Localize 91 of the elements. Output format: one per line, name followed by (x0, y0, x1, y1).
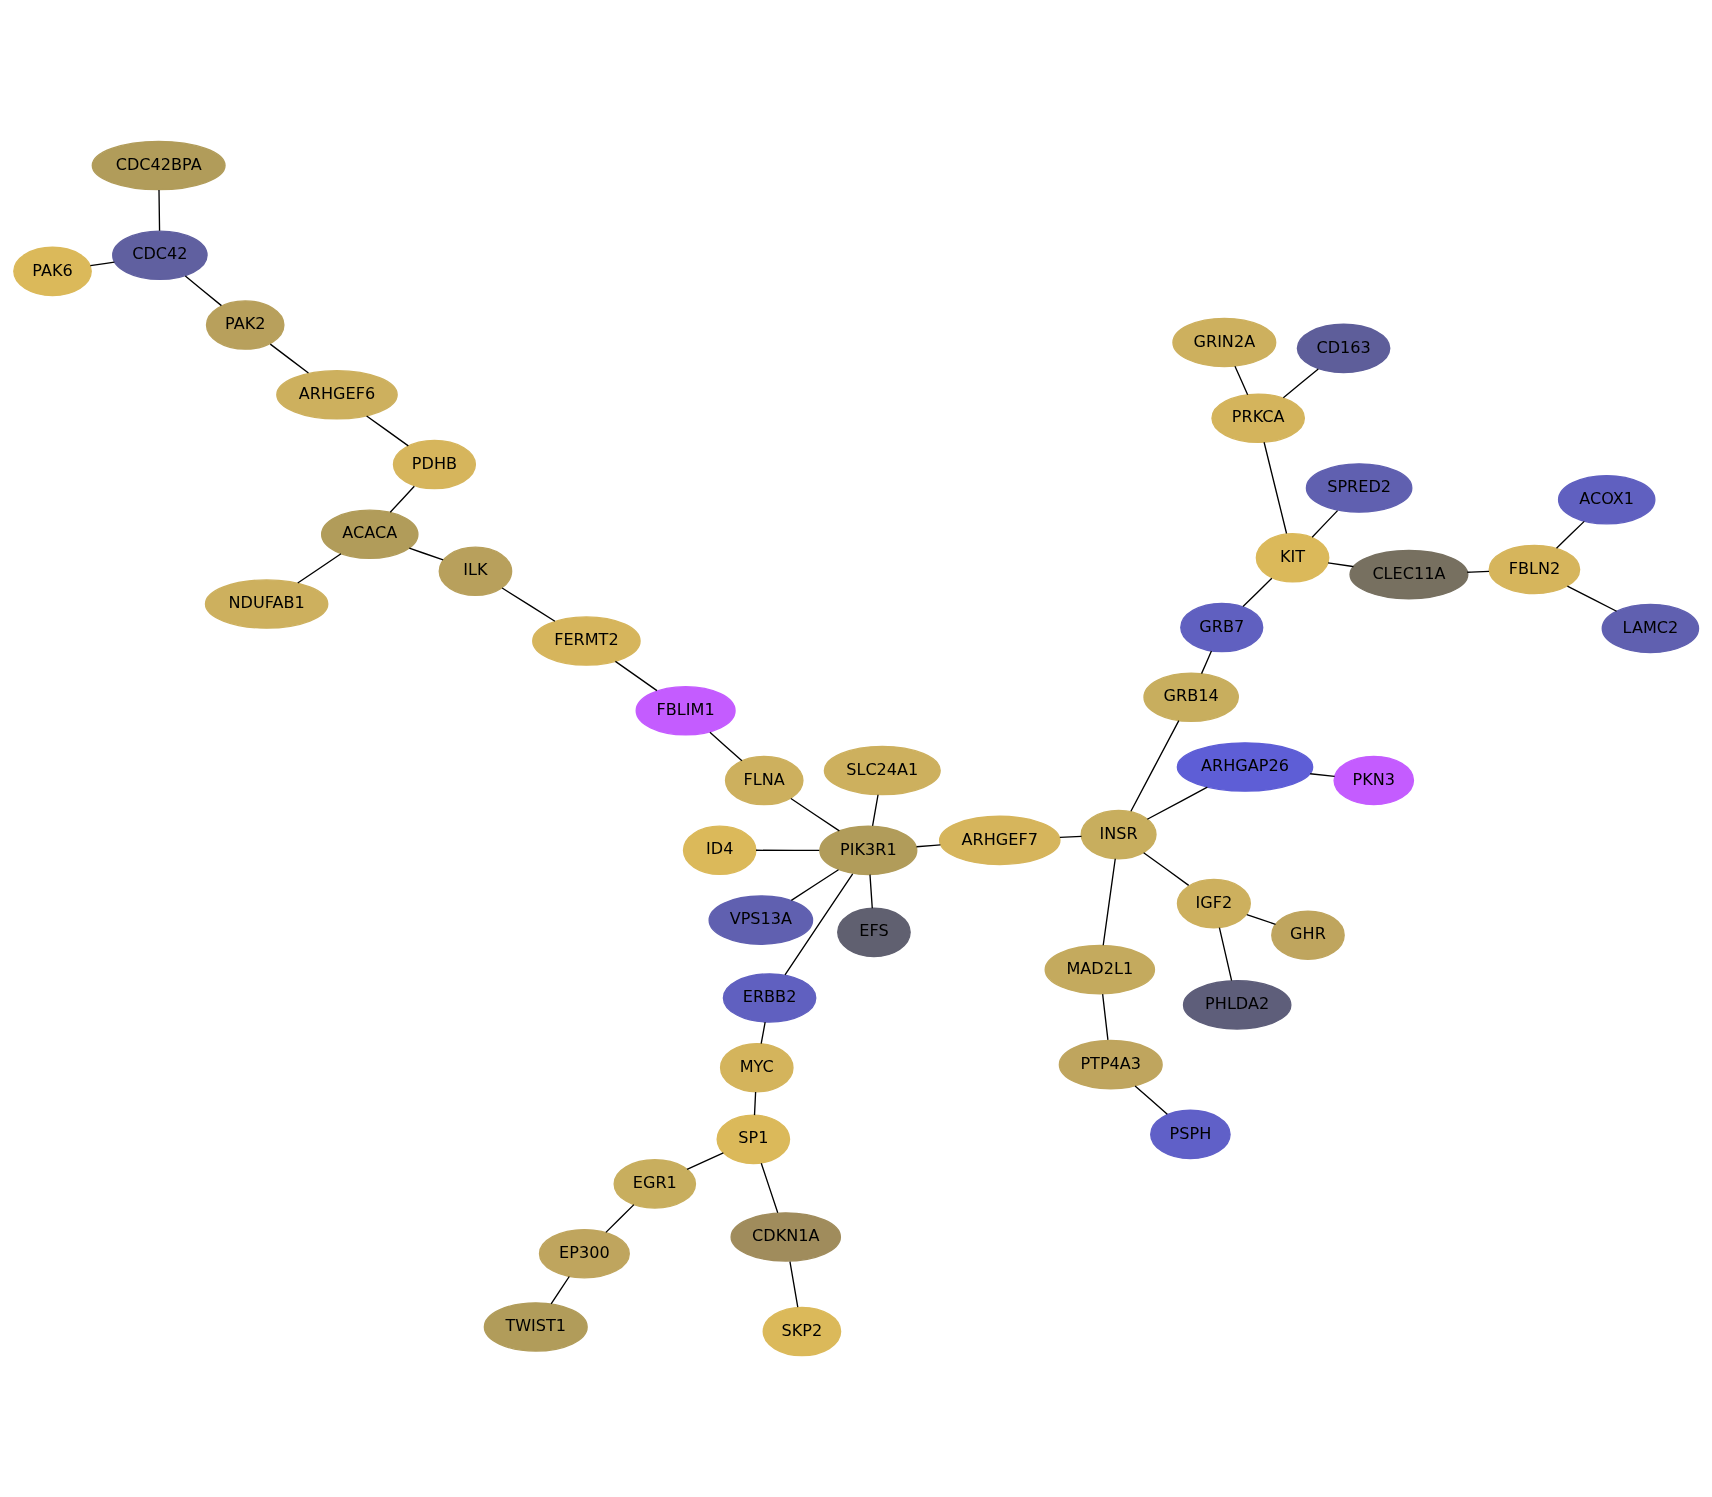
node-ellipse: IGF2 (1176, 878, 1251, 929)
node-ellipse: PRKCA (1211, 393, 1306, 444)
connector (784, 873, 854, 976)
node-ellipse: EP300 (538, 1228, 630, 1279)
node-ellipse: FBLN2 (1488, 544, 1581, 595)
node-ellipse: ARHGAP26 (1176, 742, 1314, 792)
connector (158, 189, 161, 232)
node-ellipse: SKP2 (762, 1306, 842, 1357)
connector (790, 869, 840, 901)
node-ellipse: INSR (1080, 809, 1157, 860)
connector (1466, 570, 1490, 573)
node-ellipse: ID4 (682, 825, 757, 876)
node-ellipse: PDHB (392, 439, 477, 490)
node-ellipse: FBLIM1 (635, 686, 736, 736)
node-ellipse: SPRED2 (1305, 463, 1413, 513)
connector (1059, 835, 1083, 839)
node-ellipse: MYC (719, 1042, 794, 1093)
node-ellipse: CD163 (1296, 323, 1391, 374)
connector (1134, 1085, 1168, 1115)
connector (1101, 993, 1109, 1041)
connector (1282, 368, 1319, 399)
node-ellipse: CDC42 (112, 230, 208, 281)
node-ellipse: NDUFAB1 (204, 579, 329, 629)
connector (1566, 585, 1618, 612)
connector (915, 844, 942, 848)
node-ellipse: ARHGEF6 (276, 369, 398, 420)
node-ellipse: PAK6 (13, 246, 92, 297)
node-ellipse: ACOX1 (1557, 474, 1656, 525)
connector (1263, 441, 1288, 535)
connector (269, 343, 310, 374)
connector (1218, 926, 1233, 982)
connector (1246, 913, 1277, 925)
node-ellipse: ERBB2 (722, 973, 817, 1023)
connector (753, 1091, 757, 1116)
connector (550, 1275, 570, 1305)
node-ellipse: ACACA (320, 509, 419, 560)
connector (1102, 858, 1116, 946)
node-ellipse: GRB14 (1143, 672, 1239, 723)
node-ellipse: PIK3R1 (819, 825, 918, 876)
connector (605, 1203, 635, 1234)
node-ellipse: KIT (1255, 532, 1330, 583)
connector (614, 660, 658, 692)
connector (755, 849, 820, 851)
connector (790, 797, 840, 832)
connector (408, 547, 444, 561)
connector (686, 1152, 725, 1170)
node-ellipse: FERMT2 (532, 616, 641, 666)
connector (1555, 520, 1585, 549)
node-ellipse: CLEC11A (1349, 549, 1469, 600)
node-ellipse: GRIN2A (1172, 317, 1277, 368)
node-ellipse: PSPH (1150, 1109, 1231, 1160)
connector (1130, 720, 1180, 812)
connector (1242, 577, 1273, 608)
connector (297, 553, 342, 584)
node-ellipse: EFS (837, 907, 911, 958)
connector (709, 731, 743, 762)
connector (1200, 650, 1213, 675)
node-ellipse: MAD2L1 (1044, 944, 1156, 995)
connector (760, 1162, 779, 1214)
connector (501, 587, 556, 622)
connector (869, 873, 873, 909)
node-ellipse: GHR (1271, 910, 1345, 960)
node-ellipse: GRB7 (1180, 602, 1264, 653)
node-ellipse: SP1 (716, 1114, 791, 1165)
node-ellipse: CDC42BPA (91, 140, 226, 191)
connector (871, 794, 879, 827)
connector (1146, 786, 1208, 820)
node-ellipse: CDKN1A (730, 1212, 842, 1262)
node-ellipse: SLC24A1 (823, 745, 941, 796)
node-ellipse: ARHGEF7 (938, 815, 1061, 866)
connector (789, 1260, 799, 1308)
connector (760, 1021, 766, 1045)
node-ellipse: PTP4A3 (1058, 1039, 1163, 1090)
connector (1142, 852, 1190, 886)
node-ellipse: VPS13A (708, 895, 814, 945)
connector (184, 275, 223, 307)
connector (1311, 509, 1339, 538)
node-ellipse: FLNA (724, 755, 804, 806)
connector (1327, 562, 1355, 568)
node-ellipse: ILK (438, 546, 513, 597)
connector (389, 485, 415, 513)
node-ellipse: LAMC2 (1601, 603, 1700, 654)
connector (89, 261, 116, 267)
node-ellipse: PKN3 (1333, 755, 1415, 806)
node-ellipse: PHLDA2 (1182, 980, 1292, 1030)
node-ellipse: PAK2 (205, 300, 285, 350)
node-ellipse: TWIST1 (483, 1302, 588, 1352)
connector (1309, 773, 1336, 777)
connector (365, 415, 409, 447)
node-ellipse: EGR1 (613, 1159, 697, 1209)
connector (1234, 365, 1249, 396)
